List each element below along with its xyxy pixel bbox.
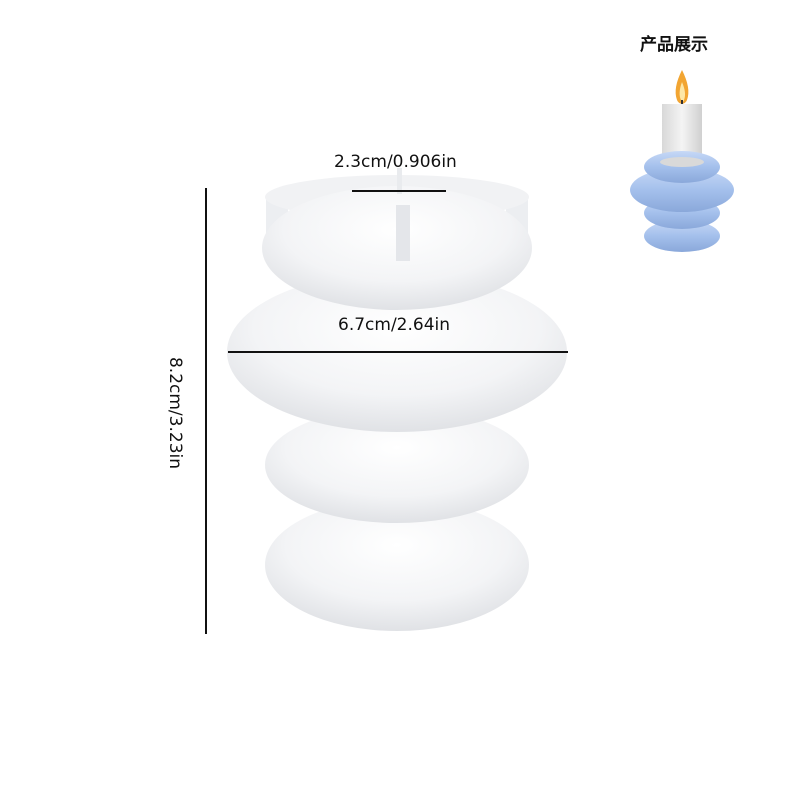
dimension-lines: [205, 188, 568, 634]
mold-ring-3: [265, 407, 529, 523]
mold-center-pin: [396, 205, 410, 261]
preview-title: 产品展示: [640, 35, 708, 55]
product-preview-image: [630, 70, 734, 252]
mold-pin-top: [397, 168, 402, 194]
height-label: 8.2cm/3.23in: [165, 356, 185, 470]
silicone-mold: [227, 168, 567, 631]
mold-ring-4: [265, 499, 529, 631]
opening-diameter-label: 2.3cm/0.906in: [334, 152, 457, 172]
max-width-label: 6.7cm/2.64in: [338, 315, 451, 335]
